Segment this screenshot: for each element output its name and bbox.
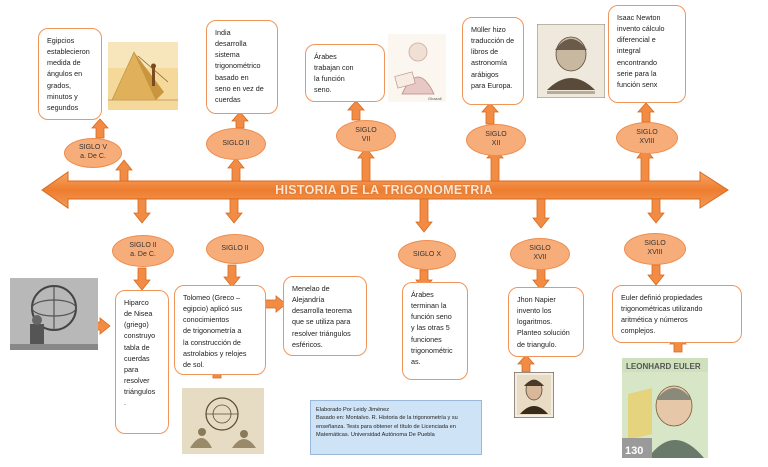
arab-image-caption: Ghazali: [428, 96, 442, 101]
century-bubble-top-2: SIGLO II: [206, 128, 266, 160]
century-bubble-top-4: SIGLO XII: [466, 124, 526, 156]
century-bubble-bottom-1: SIGLO II a. De C.: [112, 235, 174, 267]
century-bubble-top-3: SIGLO VII: [336, 120, 396, 152]
event-box-india: India desarrolla sistema trigonométrico …: [206, 20, 278, 114]
astronomer-instrument-image: [10, 278, 98, 350]
event-box-muller: Müller hizo traducción de libros de astr…: [462, 17, 524, 105]
arab-scholar-image: Ghazali: [388, 34, 446, 102]
event-box-napier: Jhon Napier invento los logaritmos. Plan…: [508, 287, 584, 357]
euler-stamp-image: LEONHARD EULER 130: [622, 358, 708, 458]
century-bubble-bottom-4: SIGLO XVII: [510, 238, 570, 270]
euler-stamp-value: 130: [625, 445, 643, 457]
timeline-title: HISTORIA DE LA TRIGONOMETRIA: [275, 183, 493, 197]
napier-portrait-image: [514, 372, 554, 418]
event-box-tolomeo: Tolomeo (Greco – egipcio) aplicó sus con…: [174, 285, 266, 375]
credit-author: Elaborado Por Leidy Jiménez: [316, 407, 390, 413]
event-box-arabes-funciones: Árabes terminan la función seno y las ot…: [402, 282, 468, 380]
astrolabe-engraving-image: [182, 388, 264, 454]
muller-portrait-image: [537, 24, 605, 98]
event-box-arabes-seno: Árabes trabajan con la función seno.: [305, 44, 385, 102]
century-bubble-top-5: SIGLO XVIII: [616, 122, 678, 154]
event-box-hiparco: Hiparco de Nisea (griego) construyo tabl…: [115, 290, 169, 434]
timeline-bar: [41, 171, 729, 209]
century-bubble-bottom-5: SIGLO XVIII: [624, 233, 686, 265]
century-bubble-bottom-3: SIGLO X: [398, 240, 456, 270]
century-bubble-top-1: SIGLO V a. De C.: [64, 138, 122, 168]
event-box-newton: Isaac Newton invento cálculo diferencial…: [608, 5, 686, 103]
event-box-euler: Euler definió propiedades trigonométrica…: [612, 285, 742, 343]
pyramids-image: [108, 42, 178, 110]
credits-box: Elaborado Por Leidy Jiménez Basado en: M…: [310, 400, 482, 455]
credit-source: Basado en: Montalvo. R. Historia de la t…: [316, 415, 458, 439]
event-box-menelao: Menelao de Alejandría desarrolla teorema…: [283, 276, 367, 356]
century-bubble-bottom-2: SIGLO II: [206, 234, 264, 264]
event-box-egipcios: Egipcios establecieron medida de ángulos…: [38, 28, 102, 120]
euler-stamp-name: LEONHARD EULER: [626, 362, 701, 371]
